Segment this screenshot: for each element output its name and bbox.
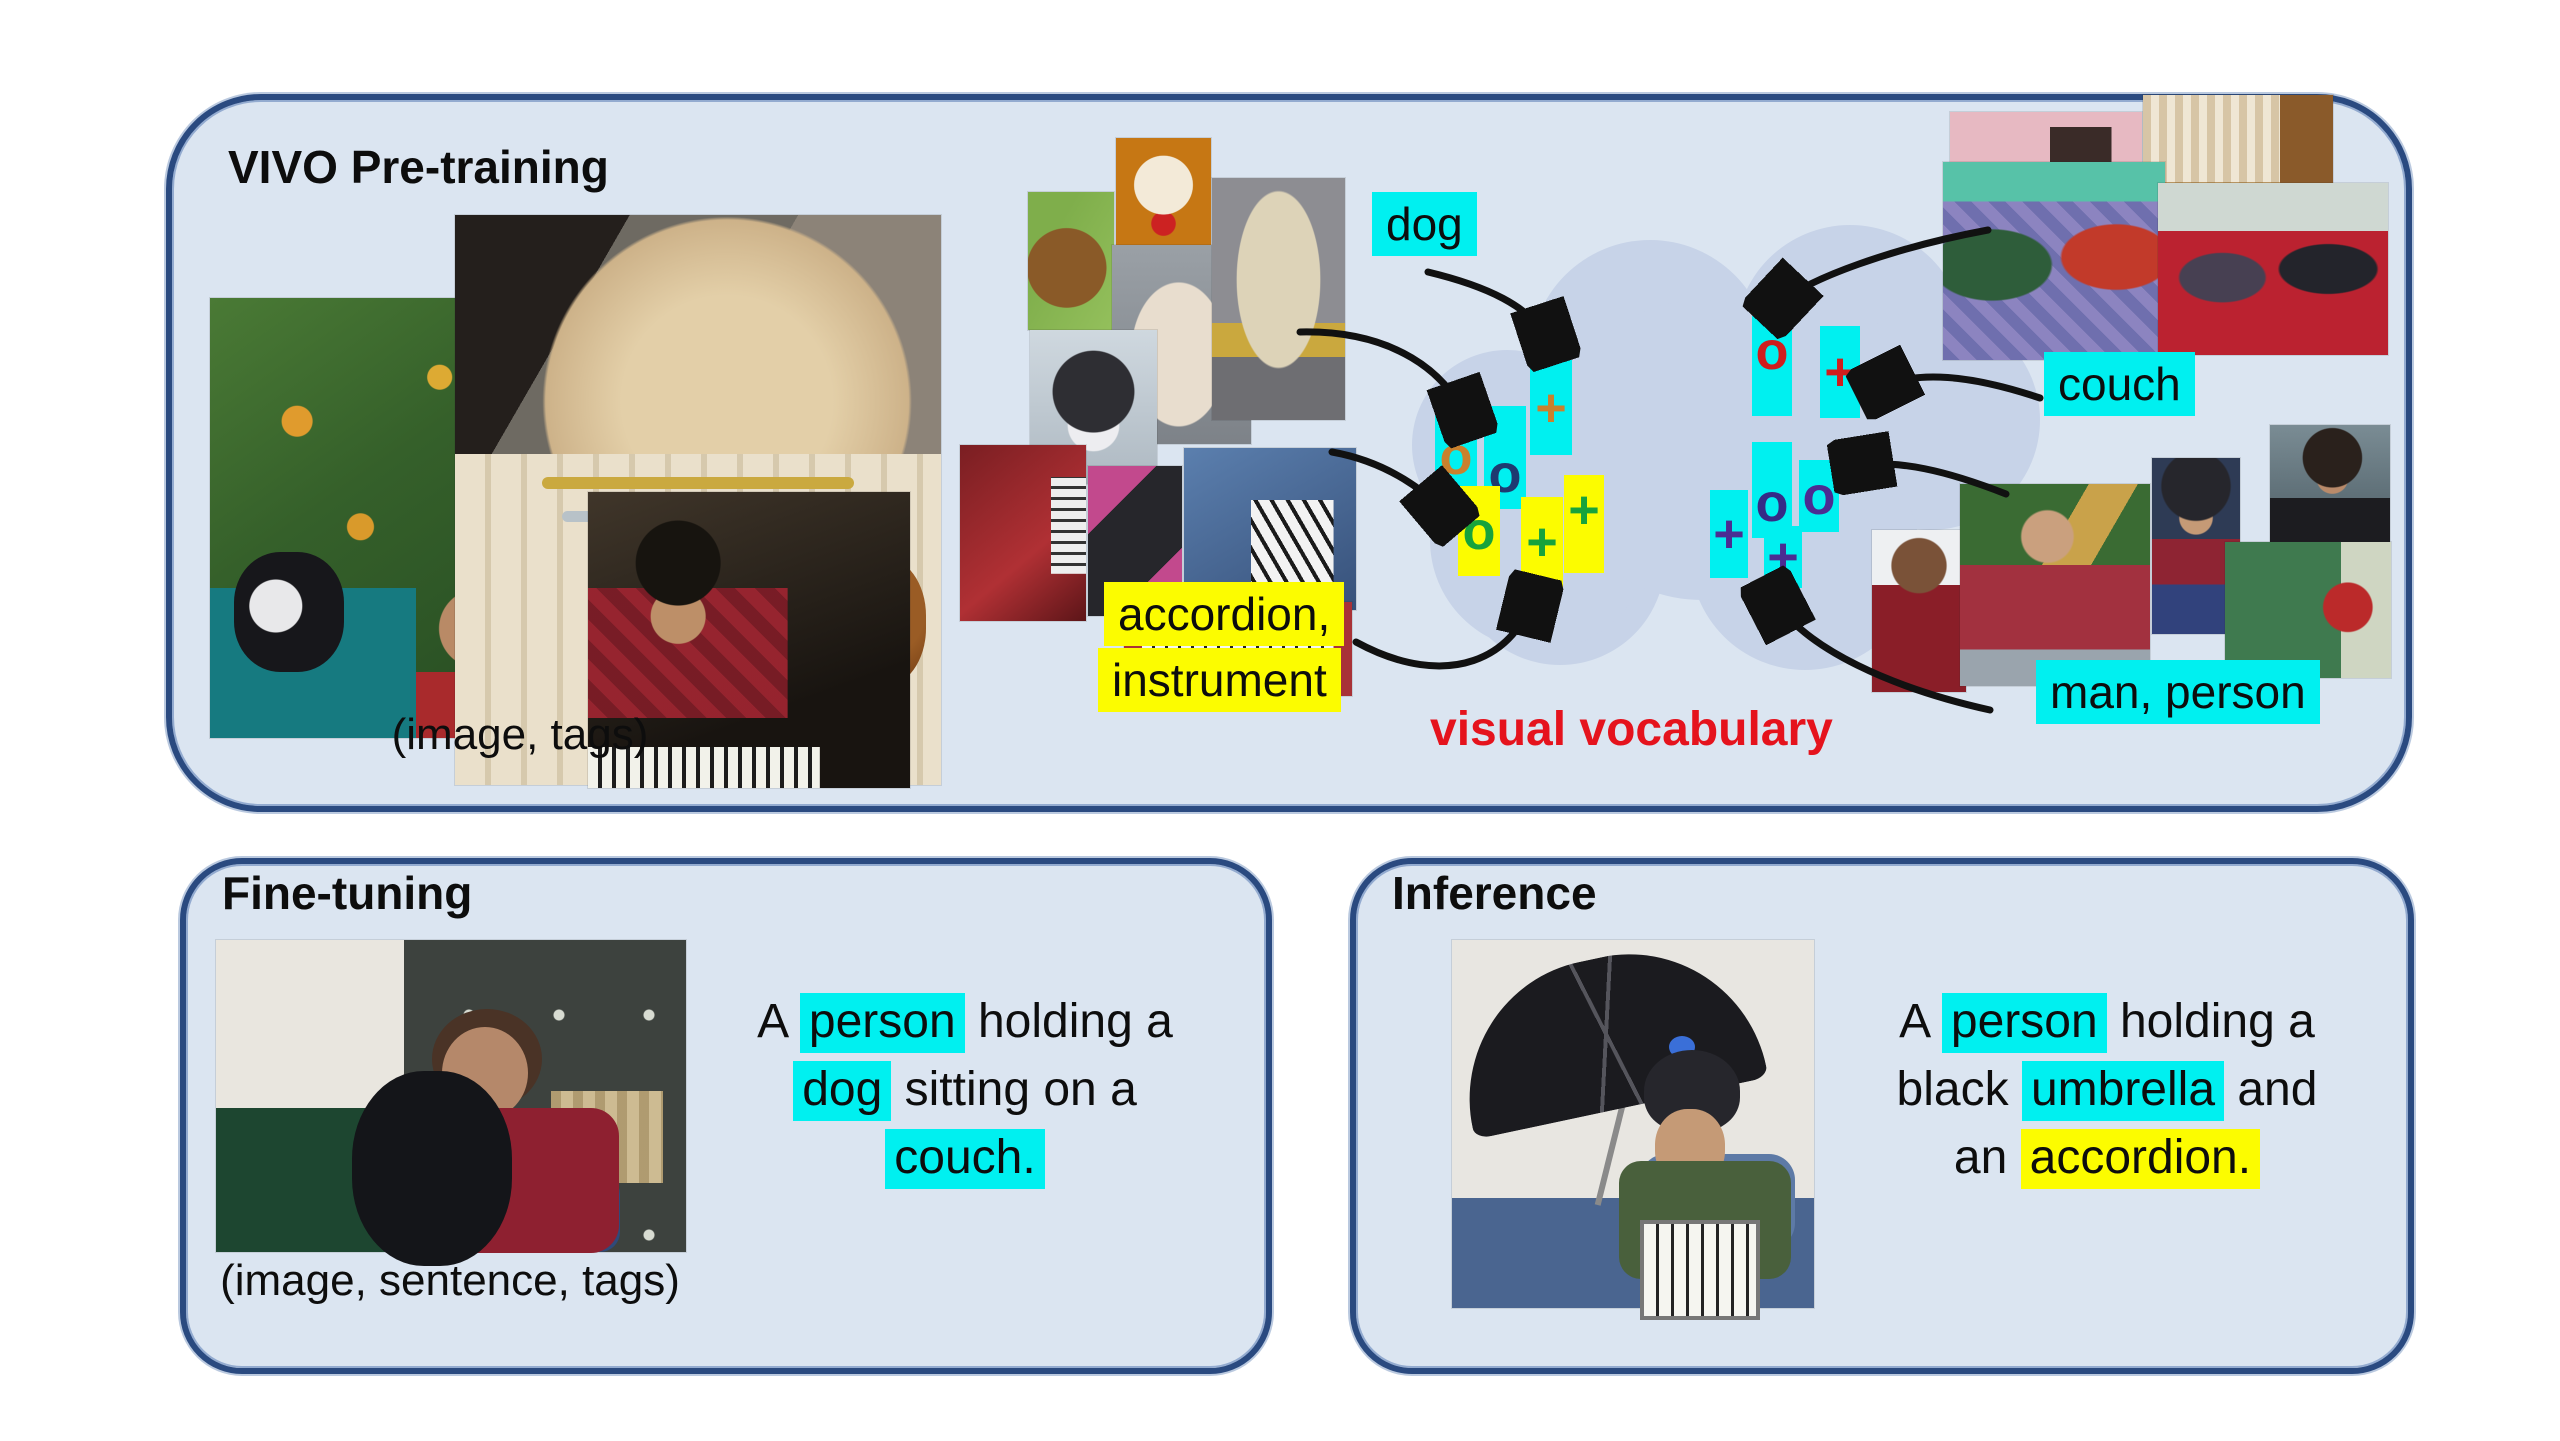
glyph: o [1802,466,1836,526]
finetuning-title: Fine-tuning [222,867,473,919]
embedding-man-3: + [1710,490,1748,578]
photo-accordion-red-player [960,445,1086,621]
sentence-line: A person holding a [1872,988,2342,1056]
embedding-accordion-1: o [1458,486,1500,576]
visual-vocabulary-caption: visual vocabulary [1430,703,1833,756]
sentence-text: and [2224,1063,2318,1116]
photo-man-laptop [1960,484,2150,686]
embedding-dog-3: + [1530,360,1572,455]
glyph: + [1535,377,1567,438]
embedding-man-4: + [1764,526,1802,588]
photo-black-dog [352,1071,513,1267]
sentence-line: black umbrella and [1872,1056,2342,1124]
sentence-line: dog sitting on a [730,1056,1200,1124]
highlight-couch: couch. [885,1129,1045,1189]
glyph: + [1526,512,1558,572]
glyph: + [1568,480,1600,540]
photo-accordion [1640,1219,1761,1320]
photo-finetuning-person-dog-couch [216,940,686,1267]
sentence-text: sitting on a [891,1063,1137,1116]
photo-cream-dog-face [455,215,941,455]
photo-couch-teal [1943,162,2165,360]
highlight-person: person [799,993,965,1053]
highlight-umbrella: umbrella [2021,1061,2225,1121]
embedding-man-1: o [1752,442,1792,538]
embedding-dog-1: o [1435,388,1477,491]
dog-tag-label: dog [1372,192,1477,256]
pretraining-title: VIVO Pre-training [228,141,609,193]
inference-title: Inference [1392,867,1597,919]
photo-man-monk [1872,530,1966,692]
image-tags-caption: (image, tags) [391,710,649,759]
sentence-text: A [1899,995,1942,1048]
photo-dog-shaggy [1212,178,1345,420]
photo-dog-bichon [1116,138,1211,245]
photo-couch-red-people [2158,183,2388,355]
highlight-accordion: accordion. [2020,1129,2261,1189]
highlight-person: person [1941,993,2107,1053]
photo-man-chalkboard [2225,542,2391,678]
glyph: o [1439,426,1473,486]
inference-sentence: A person holding a black umbrella and an… [1872,988,2342,1192]
photo-inference-person-umbrella-accordion [1443,928,1814,1320]
photo-man-smiling [2270,425,2390,551]
glyph: + [1824,342,1856,402]
embedding-couch-1: o [1752,316,1792,416]
man-person-tag-label: man, person [2036,660,2320,724]
sentence-line: an accordion. [1872,1124,2342,1192]
glyph: + [1713,504,1745,564]
glyph: o [1755,473,1789,533]
glyph: o [1462,501,1496,561]
photo-man-with-accordion [588,492,910,788]
sentence-line: A person holding a [730,988,1200,1056]
embedding-accordion-3: + [1564,475,1604,573]
sentence-text: holding a [2106,995,2315,1048]
sentence-text: an [1953,1131,2021,1184]
accordion-tag-label-line2: instrument [1098,648,1341,712]
sentence-text: A [757,995,800,1048]
sentence-text: holding a [964,995,1173,1048]
photo-dog-terrier [1028,192,1114,330]
embedding-couch-2: + [1820,326,1860,418]
sentence-text: black [1896,1063,2022,1116]
finetuning-sentence: A person holding a dog sitting on a couc… [730,988,1200,1192]
embedding-man-2: o [1799,460,1839,532]
glyph: o [1755,321,1789,381]
photo-sign-text [542,477,854,490]
embedding-accordion-2: + [1521,497,1563,587]
sentence-line: couch. [730,1124,1200,1192]
accordion-tag-label-line1: accordion, [1104,582,1345,646]
glyph: + [1767,527,1799,587]
highlight-dog: dog [793,1061,892,1121]
couch-tag-label: couch [2044,352,2195,416]
photo-cat [233,552,344,672]
image-sentence-tags-caption: (image, sentence, tags) [220,1256,680,1305]
